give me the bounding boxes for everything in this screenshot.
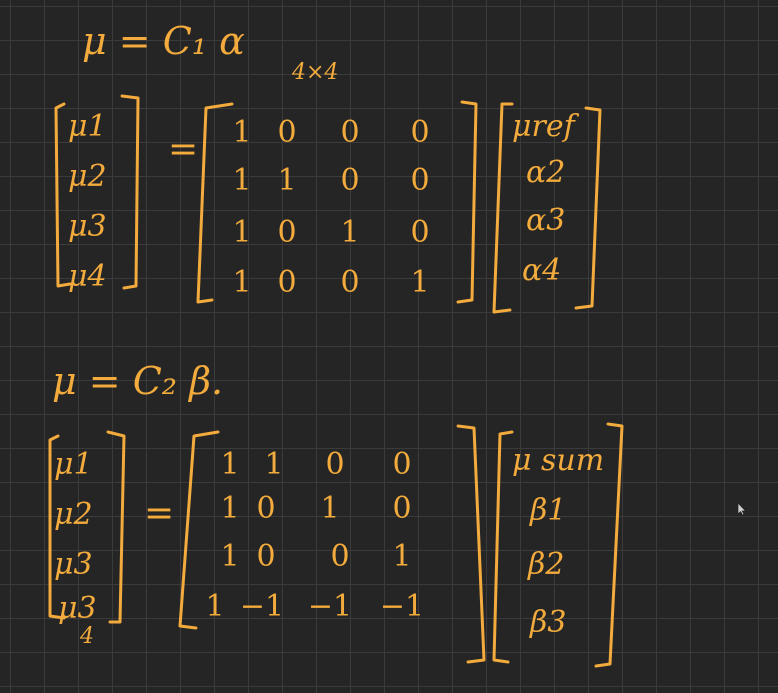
block-1-lhs-entry: μ3 bbox=[68, 209, 107, 244]
block-2-lhs-entry: μ2 bbox=[54, 497, 93, 532]
bracket-left bbox=[492, 102, 514, 314]
block-2-lhs-entry: μ3 bbox=[54, 547, 93, 582]
block-2-lhs-entry: μ3 bbox=[58, 591, 97, 626]
block-2-matrix-cell: 1 bbox=[392, 539, 412, 574]
block-1-equals: = bbox=[168, 129, 199, 170]
block-1-matrix-cell: 0 bbox=[410, 115, 430, 150]
block-2-rhs-entry: β1 bbox=[530, 493, 567, 528]
block-1-rhs-entry: α2 bbox=[526, 155, 566, 190]
block-1-matrix-cell: 1 bbox=[232, 265, 252, 300]
block-2-equals: = bbox=[144, 493, 175, 534]
block-1-matrix-cell: 0 bbox=[410, 163, 430, 198]
block-2-matrix-cell: −1 bbox=[239, 589, 285, 624]
block-1-lhs-entry: μ4 bbox=[68, 259, 107, 294]
block-1-rhs-entry: α3 bbox=[526, 203, 566, 238]
bracket-right bbox=[456, 424, 486, 664]
block-1-matrix-cell: 0 bbox=[277, 265, 297, 300]
block-2-rhs-entry: μ sum bbox=[512, 443, 605, 478]
bracket-right bbox=[456, 100, 478, 304]
block-2-lhs-entry: μ1 bbox=[54, 447, 93, 482]
block-1-matrix-cell: 0 bbox=[410, 215, 430, 250]
bracket-right bbox=[106, 430, 126, 624]
block-2-rhs-entry: β3 bbox=[530, 605, 567, 640]
matrix-size-label: 4×4 bbox=[292, 60, 339, 85]
block-1-matrix-cell: 0 bbox=[340, 265, 360, 300]
equation-1: μ = C₁ α bbox=[82, 19, 245, 63]
bracket-left bbox=[492, 430, 514, 664]
block-2-matrix-cell: 1 bbox=[220, 447, 240, 482]
block-2-matrix-cell: 0 bbox=[256, 539, 276, 574]
block-1-matrix-cell: 1 bbox=[232, 215, 252, 250]
block-2-matrix-cell: 1 bbox=[220, 491, 240, 526]
block-2-matrix-cell: 0 bbox=[330, 539, 350, 574]
block-2-lhs-correction: 4 bbox=[80, 624, 94, 649]
block-1-rhs-entry: α4 bbox=[522, 253, 562, 288]
block-2-matrix-cell: 1 bbox=[264, 447, 284, 482]
block-1-lhs-entry: μ1 bbox=[68, 109, 107, 144]
block-1-matrix-cell: 1 bbox=[410, 265, 430, 300]
equation-2: μ = C₂ β. bbox=[52, 359, 224, 403]
block-2-matrix-cell: 1 bbox=[320, 491, 340, 526]
block-2-matrix-cell: −1 bbox=[307, 589, 353, 624]
block-1-matrix-cell: 0 bbox=[277, 115, 297, 150]
block-2-matrix-cell: 1 bbox=[220, 539, 240, 574]
block-2-matrix-cell: 0 bbox=[392, 491, 412, 526]
block-1-matrix-cell: 1 bbox=[277, 163, 297, 198]
block-1-matrix-cell: 0 bbox=[340, 115, 360, 150]
block-2-matrix-cell: 0 bbox=[325, 447, 345, 482]
block-2-matrix-cell: 0 bbox=[256, 491, 276, 526]
block-1-rhs-entry: μref bbox=[512, 109, 575, 144]
block-1-matrix-cell: 1 bbox=[232, 115, 252, 150]
block-1-matrix-cell: 1 bbox=[232, 163, 252, 198]
bracket-right bbox=[120, 94, 140, 290]
block-1-matrix-cell: 0 bbox=[277, 215, 297, 250]
block-2-rhs-entry: β2 bbox=[528, 547, 565, 582]
bracket-right bbox=[574, 106, 602, 310]
block-2-matrix-cell: −1 bbox=[379, 589, 425, 624]
mouse-pointer-icon bbox=[737, 502, 747, 516]
block-1-matrix-cell: 0 bbox=[340, 163, 360, 198]
block-1-matrix-cell: 1 bbox=[340, 215, 360, 250]
block-1-lhs-entry: μ2 bbox=[68, 159, 107, 194]
block-2-matrix-cell: 0 bbox=[392, 447, 412, 482]
